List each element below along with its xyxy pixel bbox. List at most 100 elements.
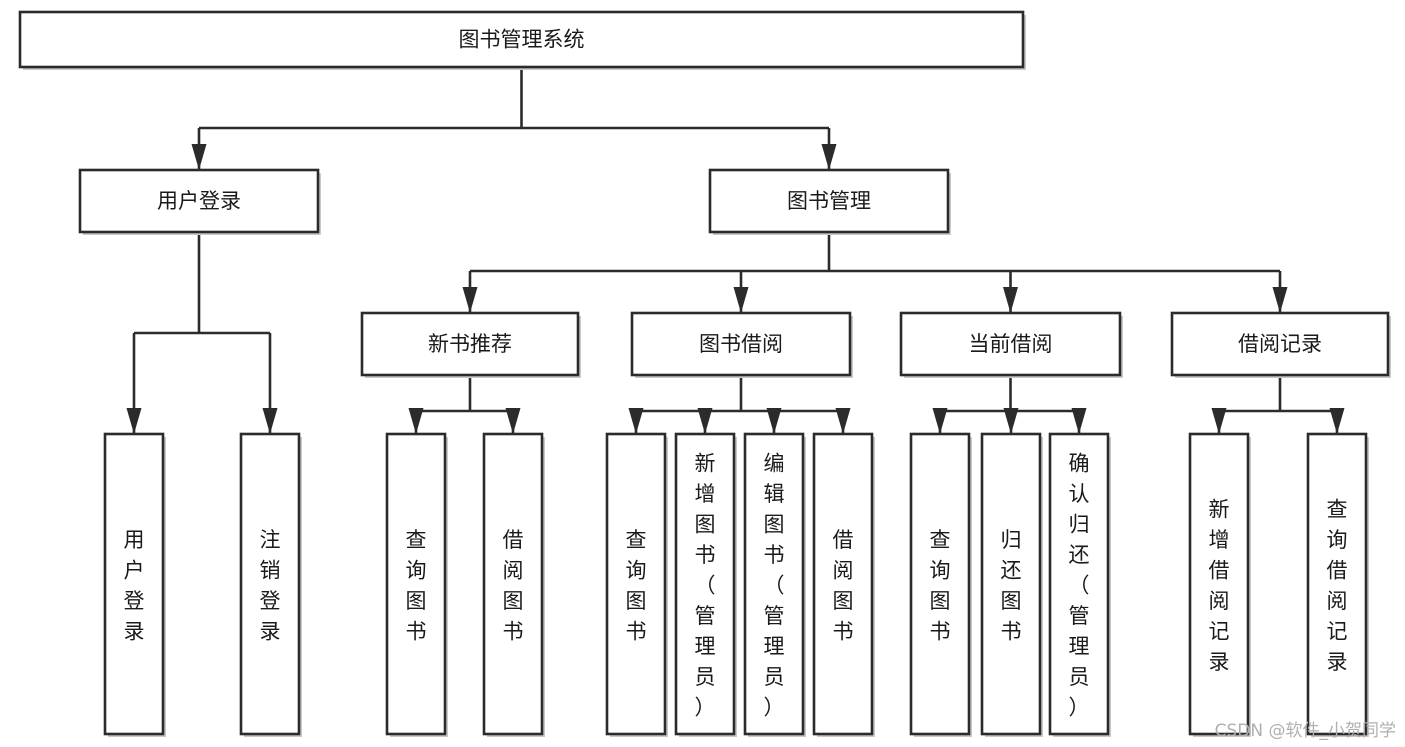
svg-text:记: 记 bbox=[1327, 619, 1348, 643]
node-layer: 图书管理系统用户登录图书管理新书推荐图书借阅当前借阅借阅记录用户登录注销登录查询… bbox=[18, 10, 1391, 737]
arrow-to-leaf-borrow-add bbox=[697, 408, 713, 434]
svg-text:书: 书 bbox=[764, 543, 785, 567]
svg-text:理: 理 bbox=[764, 635, 785, 659]
arrow-to-leaf-borrow-edit bbox=[766, 408, 782, 434]
svg-text:书: 书 bbox=[503, 619, 524, 643]
svg-text:注: 注 bbox=[260, 528, 281, 552]
arrow-to-book-borrow bbox=[733, 287, 749, 313]
node-leaf-rec-query[interactable] bbox=[385, 432, 448, 737]
node-borrow-record[interactable] bbox=[1170, 311, 1391, 378]
svg-text:登: 登 bbox=[124, 589, 145, 613]
node-root[interactable] bbox=[18, 10, 1026, 70]
svg-text:阅: 阅 bbox=[1209, 589, 1230, 613]
svg-text:增: 增 bbox=[1209, 528, 1230, 552]
svg-text:书: 书 bbox=[626, 619, 647, 643]
svg-text:借: 借 bbox=[833, 528, 854, 552]
node-leaf-cur-confirm[interactable] bbox=[1048, 432, 1111, 737]
svg-text:图: 图 bbox=[406, 589, 427, 613]
node-leaf-borrow-edit[interactable] bbox=[743, 432, 806, 737]
svg-text:录: 录 bbox=[260, 619, 281, 643]
arrow-to-leaf-rec-find bbox=[1329, 408, 1345, 434]
svg-text:书: 书 bbox=[406, 619, 427, 643]
svg-text:查: 查 bbox=[930, 528, 951, 552]
svg-text:图: 图 bbox=[1001, 589, 1022, 613]
svg-text:图: 图 bbox=[764, 513, 785, 537]
node-book-borrow[interactable] bbox=[630, 311, 853, 378]
node-leaf-borrow-query[interactable] bbox=[605, 432, 668, 737]
label-new-book-rec: 新书推荐 bbox=[428, 332, 512, 356]
arrow-to-leaf-cur-query bbox=[932, 408, 948, 434]
node-leaf-user-logout[interactable] bbox=[239, 432, 302, 737]
svg-text:询: 询 bbox=[1327, 528, 1348, 552]
svg-text:图: 图 bbox=[833, 589, 854, 613]
svg-text:录: 录 bbox=[1209, 650, 1230, 674]
node-leaf-cur-return[interactable] bbox=[980, 432, 1043, 737]
label-borrow-record: 借阅记录 bbox=[1238, 332, 1322, 356]
svg-text:员: 员 bbox=[764, 665, 785, 689]
svg-text:）: ） bbox=[764, 696, 785, 720]
svg-text:记: 记 bbox=[1209, 619, 1230, 643]
svg-text:借: 借 bbox=[503, 528, 524, 552]
svg-text:书: 书 bbox=[1001, 619, 1022, 643]
svg-text:图: 图 bbox=[503, 589, 524, 613]
arrow-to-borrow-record bbox=[1272, 287, 1288, 313]
svg-text:管: 管 bbox=[764, 604, 785, 628]
node-leaf-borrow-do[interactable] bbox=[812, 432, 875, 737]
svg-text:归: 归 bbox=[1001, 528, 1022, 552]
arrow-to-leaf-rec-add bbox=[1211, 408, 1227, 434]
arrow-to-book-manage bbox=[821, 144, 837, 170]
svg-text:还: 还 bbox=[1001, 558, 1022, 582]
node-book-manage[interactable] bbox=[708, 168, 951, 235]
svg-text:登: 登 bbox=[260, 589, 281, 613]
node-new-book-rec[interactable] bbox=[360, 311, 581, 378]
svg-text:（: （ bbox=[1069, 574, 1090, 598]
label-root: 图书管理系统 bbox=[459, 28, 585, 52]
svg-text:确: 确 bbox=[1069, 452, 1090, 476]
node-current-borrow[interactable] bbox=[899, 311, 1123, 378]
node-user-login[interactable] bbox=[78, 168, 321, 235]
svg-text:员: 员 bbox=[695, 665, 716, 689]
arrow-to-leaf-rec-query bbox=[408, 408, 424, 434]
svg-text:查: 查 bbox=[1327, 497, 1348, 521]
svg-text:户: 户 bbox=[124, 558, 145, 582]
node-leaf-rec-add[interactable] bbox=[1188, 432, 1251, 737]
node-leaf-cur-query[interactable] bbox=[909, 432, 972, 737]
connector-layer bbox=[126, 67, 1345, 434]
svg-text:询: 询 bbox=[626, 558, 647, 582]
arrow-to-leaf-borrow-query bbox=[628, 408, 644, 434]
arrow-to-leaf-borrow-do bbox=[835, 408, 851, 434]
svg-text:归: 归 bbox=[1069, 513, 1090, 537]
svg-text:）: ） bbox=[1069, 696, 1090, 720]
svg-text:查: 查 bbox=[406, 528, 427, 552]
svg-text:书: 书 bbox=[930, 619, 951, 643]
node-leaf-rec-borrow[interactable] bbox=[482, 432, 545, 737]
svg-text:查: 查 bbox=[626, 528, 647, 552]
node-leaf-rec-find[interactable] bbox=[1306, 432, 1369, 737]
svg-text:阅: 阅 bbox=[503, 558, 524, 582]
arrow-to-leaf-cur-return bbox=[1003, 408, 1019, 434]
arrow-to-current-borrow bbox=[1003, 287, 1018, 313]
svg-text:管: 管 bbox=[1069, 604, 1090, 628]
label-current-borrow: 当前借阅 bbox=[969, 332, 1053, 356]
svg-text:（: （ bbox=[764, 574, 785, 598]
label-user-login: 用户登录 bbox=[157, 189, 241, 213]
node-leaf-user-login[interactable] bbox=[103, 432, 166, 737]
label-book-borrow: 图书借阅 bbox=[699, 332, 783, 356]
csdn-watermark: CSDN @软件_小贺同学 bbox=[1215, 721, 1396, 741]
svg-text:理: 理 bbox=[695, 635, 716, 659]
svg-text:书: 书 bbox=[695, 543, 716, 567]
svg-text:编: 编 bbox=[764, 452, 785, 476]
svg-text:录: 录 bbox=[1327, 650, 1348, 674]
node-leaf-borrow-add[interactable] bbox=[674, 432, 737, 737]
label-book-manage: 图书管理 bbox=[787, 189, 871, 213]
svg-text:用: 用 bbox=[124, 528, 145, 552]
